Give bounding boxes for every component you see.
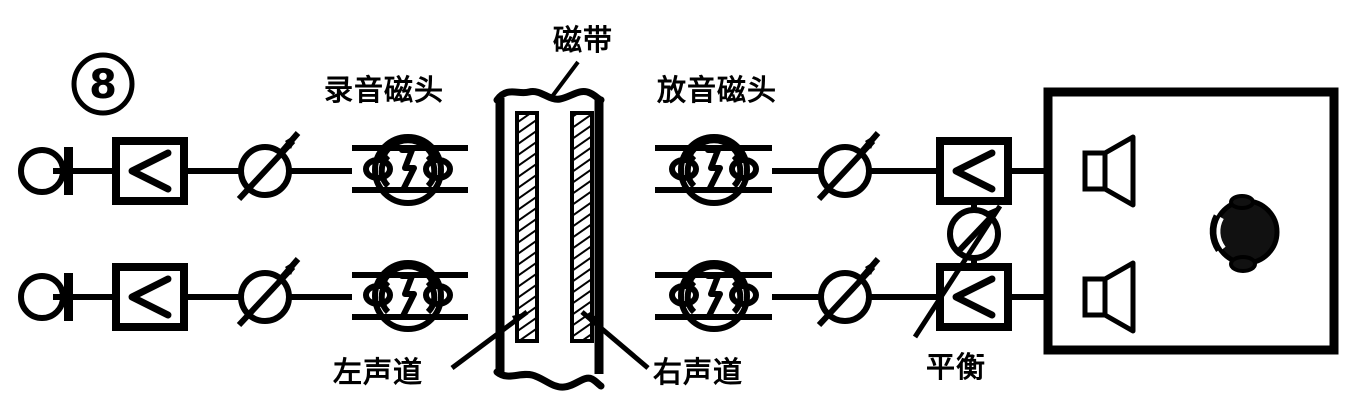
potentiometer-icon-balance	[947, 207, 1001, 261]
record-chain-channel-2	[21, 259, 468, 329]
record-chain-channel-1	[21, 133, 468, 203]
magnetic-head-playback-ch1	[655, 137, 772, 203]
magnetic-head-record-ch1	[352, 137, 468, 203]
amplifier-triangle-icon-out-ch2	[940, 267, 1008, 327]
label-tape: 磁带	[553, 23, 613, 57]
amplifier-triangle-icon-ch2	[116, 267, 184, 327]
label-left-channel: 左声道	[333, 355, 423, 389]
magnetic-head-playback-ch2	[655, 263, 772, 329]
microphone-icon-ch1	[21, 147, 73, 195]
playback-chain-channel-1	[655, 133, 1085, 203]
balance-control	[912, 201, 1003, 339]
right-channel-leader-line	[580, 310, 650, 370]
left-channel-leader-line	[450, 309, 529, 371]
magnetic-tape	[493, 88, 605, 391]
label-playback-head: 放音磁头	[656, 73, 777, 107]
tape-track-left	[515, 111, 539, 343]
figure-number-badge: 8	[71, 52, 135, 116]
amplifier-triangle-icon-ch1	[116, 141, 184, 201]
tape-track-right	[570, 111, 594, 343]
label-balance: 平衡	[926, 350, 986, 384]
label-record-head: 录音磁头	[324, 73, 444, 107]
microphone-icon-ch2	[21, 273, 73, 321]
listening-room	[1043, 87, 1339, 355]
amplifier-triangle-icon-out-ch1	[940, 141, 1008, 201]
playback-chain-channel-2	[655, 259, 1085, 329]
potentiometer-icon-playback-ch2	[819, 259, 878, 325]
potentiometer-icon-ch2	[239, 259, 298, 325]
label-right-channel: 右声道	[653, 355, 743, 389]
magnetic-head-record-ch2	[352, 263, 468, 329]
listener-head-icon	[1209, 194, 1280, 273]
potentiometer-icon-playback-ch1	[819, 133, 878, 199]
tape-leader-line	[549, 60, 580, 100]
figure-number-text: 8	[89, 62, 117, 108]
potentiometer-icon-ch1	[239, 133, 298, 199]
